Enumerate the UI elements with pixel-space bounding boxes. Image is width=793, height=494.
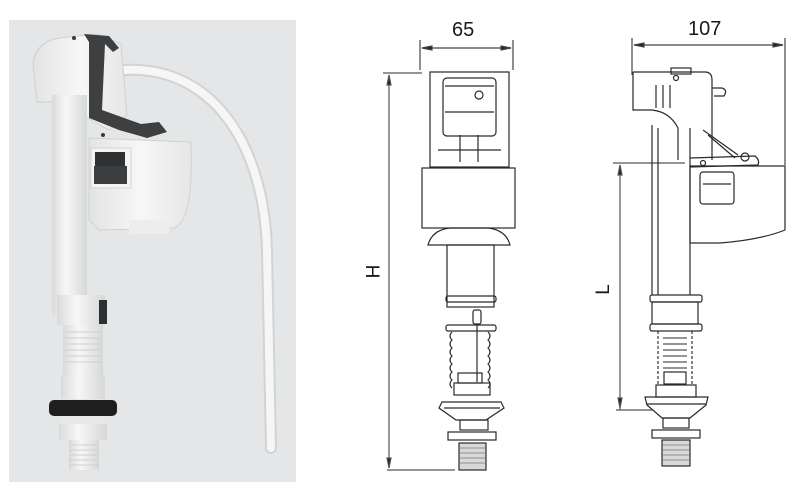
length-dimension-label: L <box>592 284 614 295</box>
front-view-drawing: 65 H <box>360 0 560 494</box>
width-dimension-label: 65 <box>452 19 475 41</box>
height-dimension-label: H <box>363 264 385 279</box>
product-photo <box>9 20 296 482</box>
height-dimension-line <box>383 72 455 471</box>
side-view-drawing: 107 L <box>590 0 793 494</box>
fill-valve-photo-illustration <box>32 33 277 470</box>
width-dimension-label: 107 <box>688 18 722 40</box>
length-dimension-line <box>613 162 685 411</box>
width-dimension-line <box>419 40 514 70</box>
width-dimension-line <box>631 38 786 165</box>
